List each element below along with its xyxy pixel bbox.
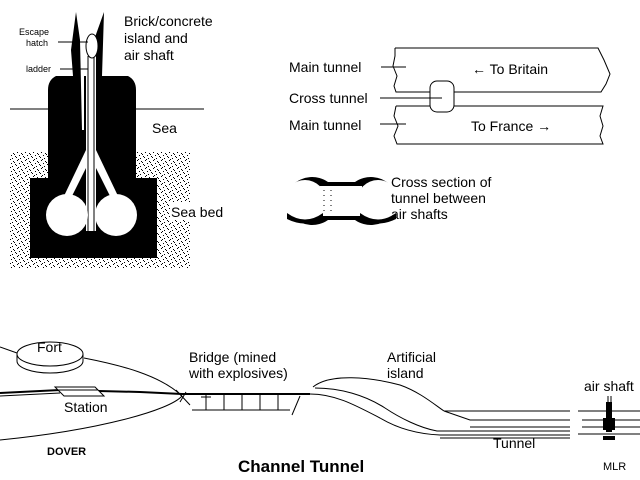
bore-right-floor xyxy=(360,213,396,224)
tunnel-bore-right xyxy=(95,194,137,236)
sea-bed-label-bg xyxy=(170,202,226,220)
shaft-title-line-2: island and xyxy=(124,30,188,46)
tunnel-label: Tunnel xyxy=(493,435,535,451)
tunnel-plan-view: Main tunnel Cross tunnel Main tunnel ← T… xyxy=(289,47,611,145)
bridge-label-2: with explosives) xyxy=(188,365,288,381)
dover-headland xyxy=(0,357,183,441)
cliff-edge xyxy=(175,389,191,406)
shaft-void xyxy=(86,56,96,231)
station-label: Station xyxy=(64,399,108,415)
channel-profile: Fort Station DOVER Bridge (mined with ex… xyxy=(0,339,640,476)
fort-icon xyxy=(0,341,84,374)
branch-arm-left xyxy=(64,150,86,196)
escape-hatch-label-2: hatch xyxy=(26,38,48,48)
shaft-title-line-3: air shaft xyxy=(124,47,174,63)
bore-left-void xyxy=(284,180,326,222)
fort-label: Fort xyxy=(37,339,62,355)
bore-left-floor xyxy=(287,213,323,224)
cross-section-caption-2: tunnel between xyxy=(391,190,486,206)
tunnel-floor xyxy=(443,410,570,428)
branch-arm-right xyxy=(96,150,118,196)
cross-tunnel-icon xyxy=(429,80,455,113)
bridge-icon xyxy=(192,394,301,416)
cross-section-caption-3: air shafts xyxy=(391,206,448,222)
shaft-title-line-1: Brick/concrete xyxy=(124,13,213,29)
artificial-island-label-1: Artificial xyxy=(387,349,436,365)
tunnel-bore-left xyxy=(46,194,88,236)
main-tunnel-bottom-label: Main tunnel xyxy=(289,117,361,133)
air-shaft-label: air shaft xyxy=(584,378,634,394)
cross-tunnel-label: Cross tunnel xyxy=(289,90,368,106)
to-britain-label: ← To Britain xyxy=(472,61,548,77)
escape-hatch-icon xyxy=(85,33,99,59)
escape-hatch-label-1: Escape xyxy=(19,27,49,37)
tunnel-wall-upper xyxy=(314,387,570,432)
bridge-label-1: Bridge (mined xyxy=(189,349,276,365)
sea-label: Sea xyxy=(152,120,177,136)
railway-line-lower xyxy=(0,392,61,397)
air-shaft-icon xyxy=(578,396,640,440)
artificial-island-label-2: island xyxy=(387,365,424,381)
tunnel-wall-lower xyxy=(309,393,570,436)
tunnel-cross-section: Cross section of tunnel between air shaf… xyxy=(284,174,491,225)
main-tunnel-upper xyxy=(392,47,611,93)
station-icon xyxy=(53,386,106,397)
main-tunnel-top-label: Main tunnel xyxy=(289,59,361,75)
railway-line xyxy=(0,388,310,395)
air-shaft-section: Brick/concrete island and air shaft Esca… xyxy=(10,12,226,268)
artificial-island xyxy=(312,377,445,412)
cross-section-caption-1: Cross section of xyxy=(391,174,491,190)
bore-right-void xyxy=(357,180,399,222)
sea-bed-label: Sea bed xyxy=(171,204,223,220)
ladder-icon xyxy=(87,56,95,231)
dover-label: DOVER xyxy=(47,446,86,458)
ladder-label: ladder xyxy=(26,64,51,74)
to-france-label: To France → xyxy=(471,118,551,134)
connector-void xyxy=(320,186,362,216)
mlr-label: MLR xyxy=(603,461,626,473)
diagram-title: Channel Tunnel xyxy=(238,457,364,476)
